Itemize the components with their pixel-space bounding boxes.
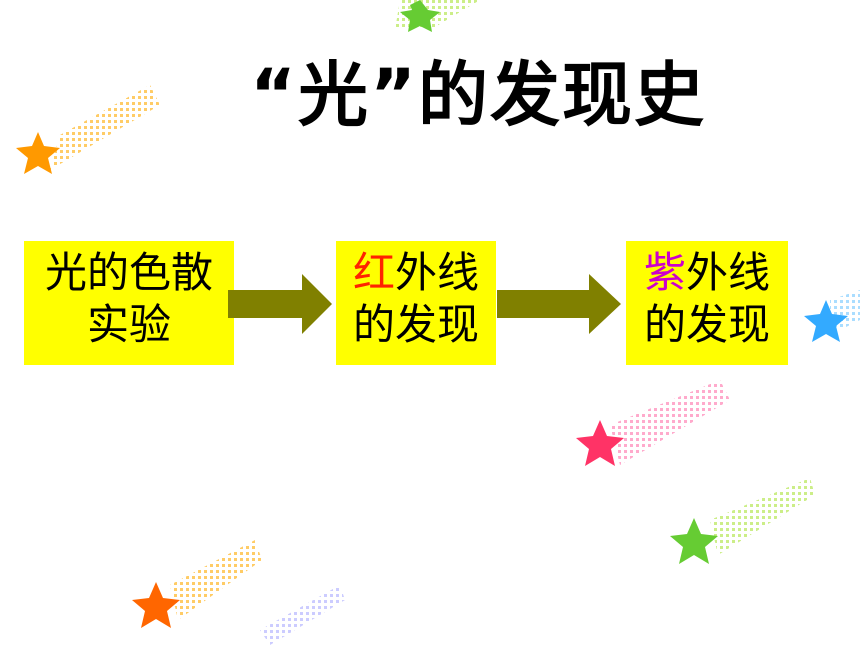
shooting-star-icon [395, 0, 480, 32]
box-line: 的发现 [643, 300, 770, 349]
shooting-star-icon [576, 380, 730, 466]
page-title: “光”的发现史 [250, 50, 810, 140]
flow-box-infrared: 红外线 的发现 [336, 241, 496, 365]
right-arrow-icon [228, 274, 332, 334]
box-line: 紫外线 [626, 247, 788, 299]
shooting-star-icon [804, 290, 860, 342]
close-quote: ” [370, 54, 419, 136]
flow-box-ultraviolet: 紫外线 的发现 [626, 241, 788, 365]
right-arrow-icon [497, 274, 621, 334]
highlight-char-purple: 紫 [643, 248, 686, 297]
open-quote: “ [250, 54, 299, 136]
shooting-star-icon [670, 478, 815, 564]
shooting-star-icon [132, 540, 262, 628]
box-line: 实验 [86, 300, 171, 349]
box-line-rest: 外线 [686, 248, 771, 297]
title-rest: 的发现史 [418, 54, 707, 136]
flow-box-dispersion: 光的色散 实验 [24, 241, 234, 365]
box-line: 光的色散 [44, 248, 213, 297]
shooting-star-icon [16, 85, 160, 174]
box-line: 红外线 [336, 247, 496, 299]
highlight-char-red: 红 [352, 248, 395, 297]
box-line: 的发现 [352, 300, 479, 349]
box-line-rest: 外线 [395, 248, 480, 297]
title-keyword: 光 [298, 54, 371, 136]
shooting-star-icon [260, 585, 345, 645]
